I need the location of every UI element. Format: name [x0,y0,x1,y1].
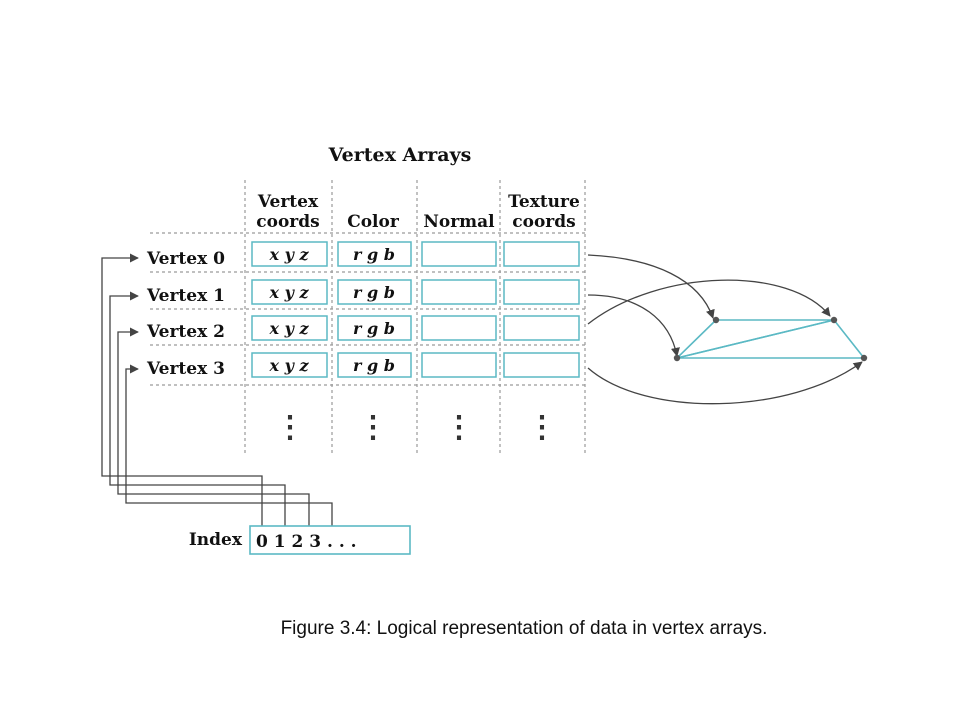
figure-caption-text: Figure 3.4: Logical representation of da… [280,618,768,639]
vertex-mapping-arrows [587,254,863,405]
vertex-array-cells [251,241,580,378]
index-connectors [101,253,333,526]
cell-xyz-3: x y z [268,356,309,375]
row-label-vertex-2: Vertex 2 [146,322,225,342]
column-dividers [244,180,586,455]
row-label-vertex-3: Vertex 3 [146,359,225,379]
ellipsis-normal: ⋮ [444,410,474,445]
column-header-color: Color [347,212,400,232]
mesh-vertices [673,316,868,362]
cell-rgb-2: r g b [353,319,395,338]
diagram-title: Vertex Arrays [328,144,472,166]
index-values: 0 1 2 3 . . . [256,532,357,552]
column-header-texture-coords-2: coords [512,212,575,232]
column-header-normal: Normal [423,212,495,232]
index-label: Index [189,530,243,550]
row-dividers [150,232,585,386]
cell-rgb-1: r g b [353,283,395,302]
column-header-vertex-coords-2: coords [256,212,319,232]
index-array-box [249,525,411,555]
figure-caption: Figure 3.4: Logical representation of da… [0,618,960,640]
cell-rgb-3: r g b [353,356,395,375]
ellipsis-vertex-coords: ⋮ [275,410,305,445]
row-label-vertex-1: Vertex 1 [146,286,225,306]
column-header-vertex-coords-1: Vertex [257,192,319,212]
cell-xyz-2: x y z [268,319,309,338]
ellipsis-color: ⋮ [358,410,388,445]
column-header-texture-coords-1: Texture [508,192,580,212]
cell-xyz-1: x y z [268,283,309,302]
row-label-vertex-0: Vertex 0 [146,249,225,269]
triangle-mesh [674,319,866,360]
ellipsis-texture-coords: ⋮ [527,410,557,445]
cell-xyz-0: x y z [268,245,309,264]
cell-rgb-0: r g b [353,245,395,264]
